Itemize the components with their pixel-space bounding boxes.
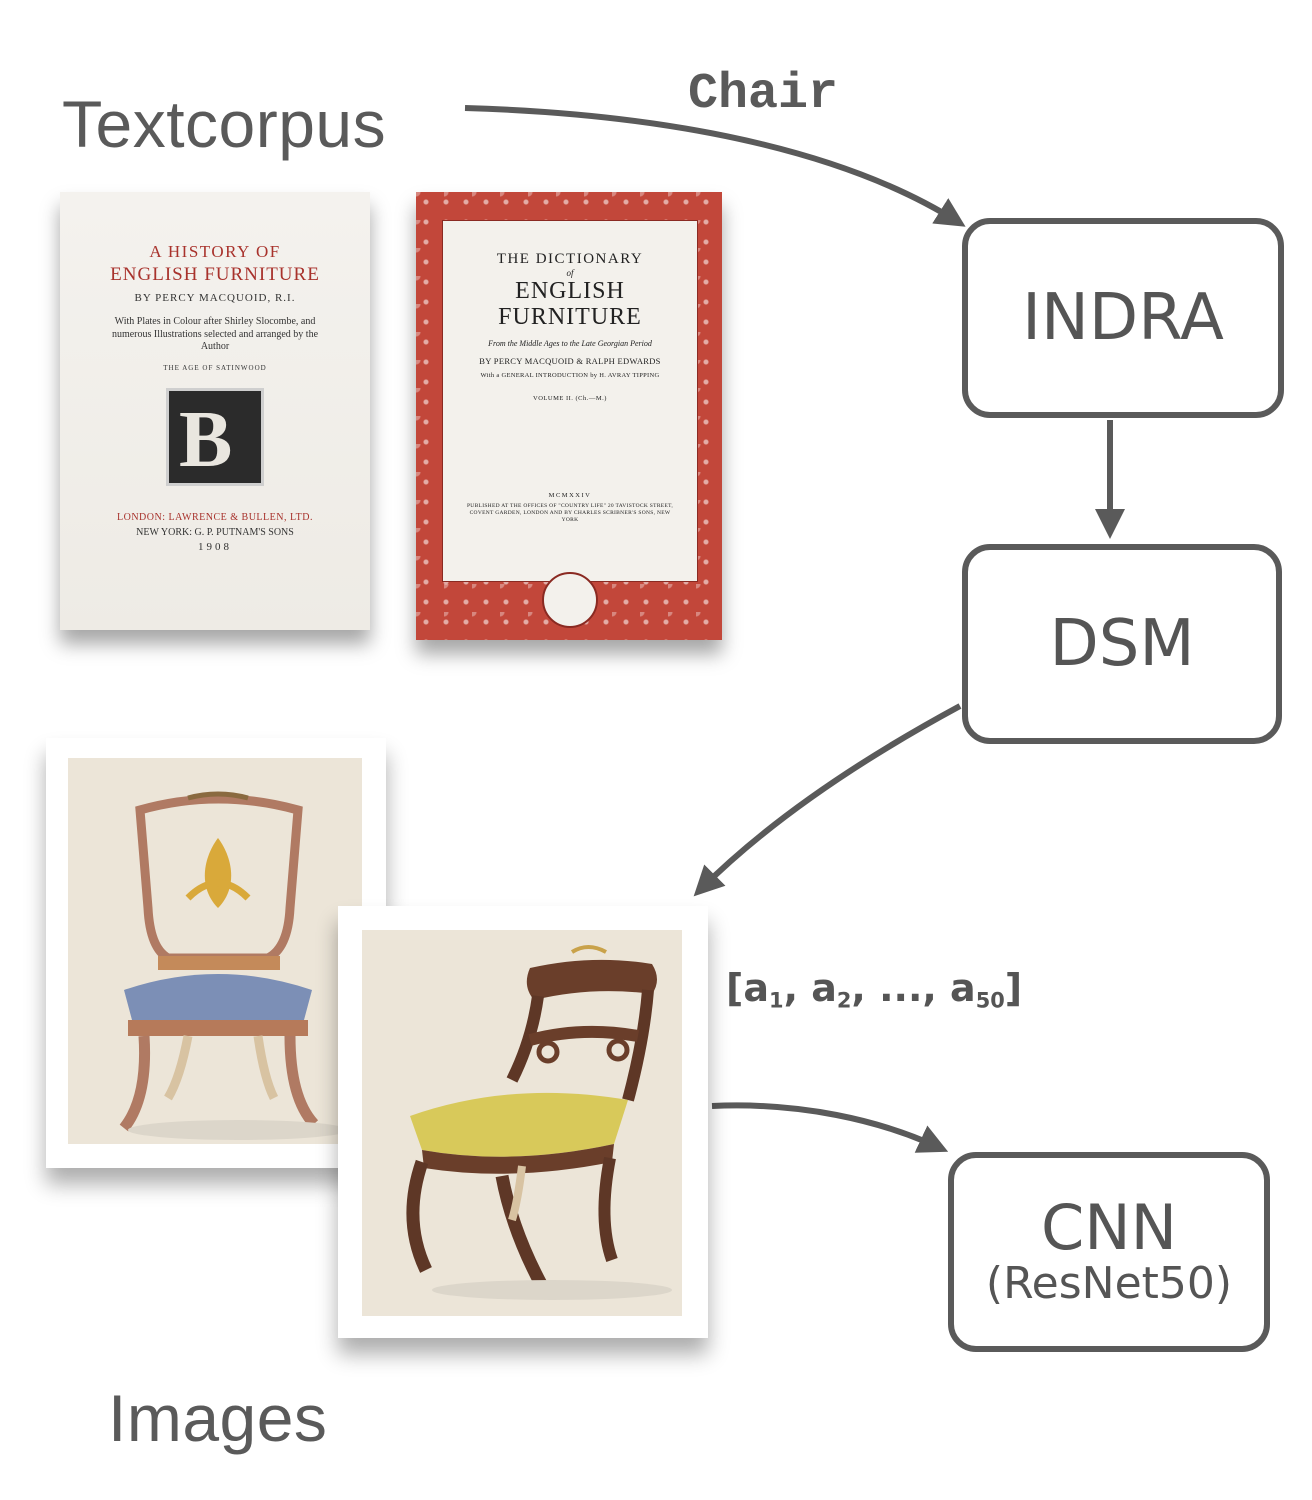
book2-introduction: With a GENERAL INTRODUCTION by H. AVRAY … [480,371,660,379]
chair-image-front-paper [362,930,682,1316]
chair-image-front [338,906,708,1338]
book1-publisher: LONDON: LAWRENCE & BULLEN, LTD. [117,511,313,523]
images-title: Images [108,1381,328,1455]
cnn-node: CNN (ResNet50) [948,1152,1270,1352]
book2-publisher: PUBLISHED AT THE OFFICES OF "COUNTRY LIF… [466,502,674,524]
book2-medallion-icon [542,572,598,628]
book2-title-english: ENGLISH [515,278,625,304]
textcorpus-title: Textcorpus [62,87,387,161]
book-history-of-english-furniture: A HISTORY OF ENGLISH FURNITURE BY PERCY … [60,192,370,630]
book1-emblem-icon: B [166,387,264,486]
dsm-label: DSM [1049,607,1195,681]
indra-node: INDRA [962,218,1284,418]
book1-publisher-ny: NEW YORK: G. P. PUTNAM'S SONS [136,526,294,538]
book2-title-panel: THE DICTIONARY of ENGLISH FURNITURE From… [442,220,698,582]
dsm-node: DSM [962,544,1282,744]
chair-drawing-blue-seat-icon [119,791,348,1140]
book1-subtitle: THE AGE OF SATINWOOD [163,363,267,372]
cnn-label: CNN [1040,1191,1178,1265]
book1-author: BY PERCY MACQUOID, R.I. [134,292,296,304]
chair-image-back [46,738,386,1168]
book2-year: MCMXXIV [548,491,592,499]
feature-vector-label: [a1, a2, ..., a50] [726,966,1023,1013]
book1-title-line1: A HISTORY OF [149,242,281,261]
book2-title-line1: THE DICTIONARY [496,251,644,267]
chair-image-back-paper [68,758,362,1144]
arrow-dsm-to-images [693,703,962,897]
book2-authors: BY PERCY MACQUOID & RALPH EDWARDS [479,355,661,366]
arrow-images-to-cnn [711,1102,949,1153]
book2-volume: VOLUME II. (Ch.—M.) [533,394,607,402]
book2-subtitle: From the Middle Ages to the Late Georgia… [488,338,652,348]
indra-label: INDRA [1022,281,1224,355]
cnn-sublabel: (ResNet50) [985,1258,1233,1310]
chair-drawing-yellow-seat-icon [406,945,672,1300]
book1-title-line2: ENGLISH FURNITURE [110,264,320,285]
arrow-textcorpus-to-indra [464,105,966,227]
book2-title-furniture: FURNITURE [498,304,642,331]
book-dictionary-of-english-furniture: THE DICTIONARY of ENGLISH FURNITURE From… [416,192,722,640]
chair-query-label: Chair [688,66,839,123]
book2-title-of: of [566,268,574,278]
book1-year: 1908 [198,540,232,553]
book1-description: With Plates in Colour after Shirley Sloc… [111,316,319,352]
